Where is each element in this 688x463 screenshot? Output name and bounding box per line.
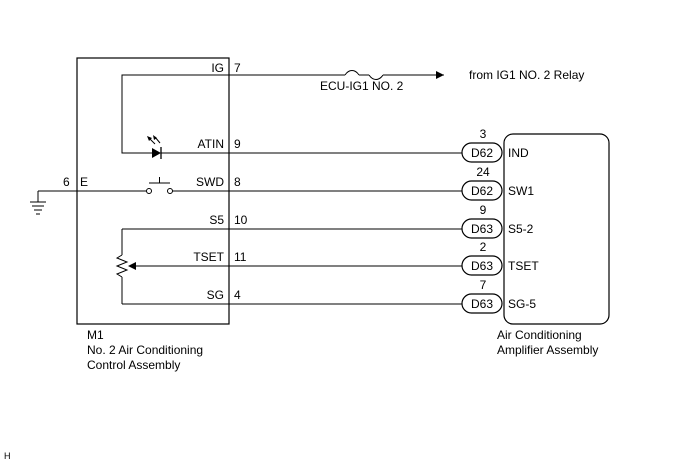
connector-code: D62 <box>471 184 493 198</box>
source-label: from IG1 NO. 2 Relay <box>469 68 584 82</box>
m1-name-line1: No. 2 Air Conditioning <box>87 343 203 357</box>
m1-pin-label: IG <box>211 61 224 75</box>
amp-pin-number: 24 <box>476 165 490 179</box>
connector-code: D63 <box>471 297 493 311</box>
fuse-symbol <box>344 70 384 80</box>
m1-pin-number: 10 <box>234 213 248 227</box>
arrow-left-icon <box>436 71 444 79</box>
connector-oval <box>461 142 503 163</box>
m1-pin-label: S5 <box>209 213 224 227</box>
amp-pin-label: IND <box>508 146 529 160</box>
m1-pin-number: 7 <box>234 61 241 75</box>
connector-code: D63 <box>471 259 493 273</box>
m1-pin-number: 9 <box>234 137 241 151</box>
ig-circuit <box>229 70 444 80</box>
amp-pin-label: S5-2 <box>508 222 534 236</box>
ig-internal-wire <box>121 74 229 154</box>
m1-name-line2: Control Assembly <box>87 358 180 372</box>
connector-code: D62 <box>471 146 493 160</box>
wiper-arrow-icon <box>128 262 136 270</box>
amp-pin-number: 2 <box>480 240 487 254</box>
amplifier-box <box>503 133 610 325</box>
amp-pin-number: 7 <box>480 278 487 292</box>
amp-pin-label: TSET <box>508 259 539 273</box>
m1-pin-label: ATIN <box>198 137 224 151</box>
ground-icon <box>30 191 46 215</box>
amp-pin-number: 3 <box>480 127 487 141</box>
led-icon <box>147 135 162 159</box>
amp-pin-label: SW1 <box>508 184 534 198</box>
ground-pin-label: E <box>80 175 88 189</box>
connector-oval <box>461 255 503 276</box>
m1-pin-number: 8 <box>234 175 241 189</box>
switch-icon <box>146 177 173 194</box>
amp-name-line1: Air Conditioning <box>497 328 582 342</box>
m1-pin-label: SWD <box>196 175 224 189</box>
ground-pin-number: 6 <box>63 175 70 189</box>
connector-code: D63 <box>471 222 493 236</box>
amp-pin-label: SG-5 <box>508 297 536 311</box>
connector-oval <box>461 293 503 314</box>
resistor-icon <box>115 254 129 278</box>
amp-connectors: D62 D62 D63 D63 D63 3 24 9 2 7 IND SW1 S… <box>461 127 539 314</box>
m1-code: M1 <box>87 328 104 342</box>
m1-pin-label: SG <box>207 288 224 302</box>
connector-oval <box>461 180 503 201</box>
amp-name-line2: Amplifier Assembly <box>497 343 598 357</box>
m1-pin-label: TSET <box>193 250 224 264</box>
m1-pin-number: 4 <box>234 288 241 302</box>
connector-oval <box>461 218 503 239</box>
m1-pin-number: 11 <box>234 250 247 264</box>
fuse-label: ECU-IG1 NO. 2 <box>320 79 404 93</box>
corner-mark: H <box>4 451 11 461</box>
amp-pin-number: 9 <box>480 203 487 217</box>
m1-pin-labels: IG 7 ATIN 9 SWD 8 S5 10 TSET 11 SG 4 6 E <box>63 61 248 302</box>
